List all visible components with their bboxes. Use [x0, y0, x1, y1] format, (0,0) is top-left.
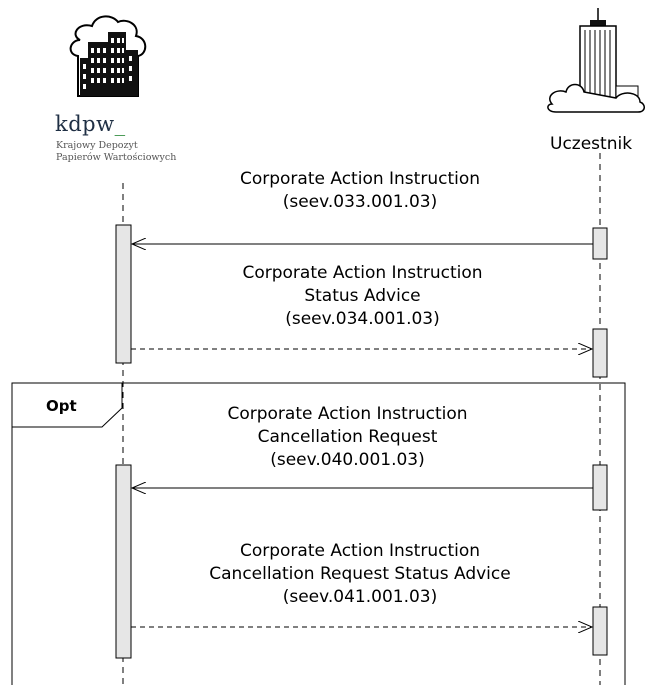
message-1-line1: Corporate Action Instruction	[239, 169, 481, 189]
activation-uczestnik-3	[592, 464, 608, 511]
message-label-3: Corporate Action Instruction Cancellatio…	[185, 403, 510, 472]
participant-uczestnik-label: Uczestnik	[550, 134, 633, 154]
opt-fragment-tag	[11, 382, 123, 428]
message-4-line1: Corporate Action Instruction	[239, 541, 481, 561]
message-4-line2: Cancellation Request Status Advice	[209, 564, 511, 584]
message-2-line2: Status Advice	[304, 286, 421, 306]
kdpw-brand-underscore: _	[114, 112, 126, 136]
message-3-line2: Cancellation Request	[257, 427, 438, 447]
message-4-line3: (seev.041.001.03)	[282, 587, 438, 607]
message-1-line2: (seev.033.001.03)	[282, 192, 438, 212]
activation-kdpw-1	[115, 224, 132, 364]
activation-kdpw-2	[115, 464, 132, 659]
message-2-line1: Corporate Action Instruction	[242, 263, 483, 283]
skyscraper-icon	[547, 8, 645, 113]
activation-uczestnik-1	[592, 227, 608, 260]
kdpw-subtitle-line2: Papierów Wartościowych	[56, 152, 177, 163]
kdpw-brand-name: kdpw	[55, 112, 115, 136]
activation-uczestnik-4	[592, 606, 608, 656]
kdpw-logo-text: kdpw_	[55, 112, 126, 136]
opt-fragment-frame	[11, 382, 626, 689]
kdpw-subtitle-line1: Krajowy Depozyt	[56, 140, 138, 151]
kdpw-building-icon	[69, 15, 147, 97]
kdpw-subtitle: Krajowy Depozyt Papierów Wartościowych	[56, 140, 176, 164]
message-2-line3: (seev.034.001.03)	[285, 309, 440, 329]
message-label-1: Corporate Action Instruction (seev.033.0…	[200, 168, 520, 214]
message-3-line3: (seev.040.001.03)	[270, 450, 425, 470]
message-label-2: Corporate Action Instruction Status Advi…	[200, 262, 525, 331]
message-3-line1: Corporate Action Instruction	[227, 404, 468, 424]
opt-fragment-label: Opt	[46, 397, 77, 415]
activation-uczestnik-2	[592, 328, 608, 378]
message-label-4: Corporate Action Instruction Cancellatio…	[170, 540, 550, 609]
